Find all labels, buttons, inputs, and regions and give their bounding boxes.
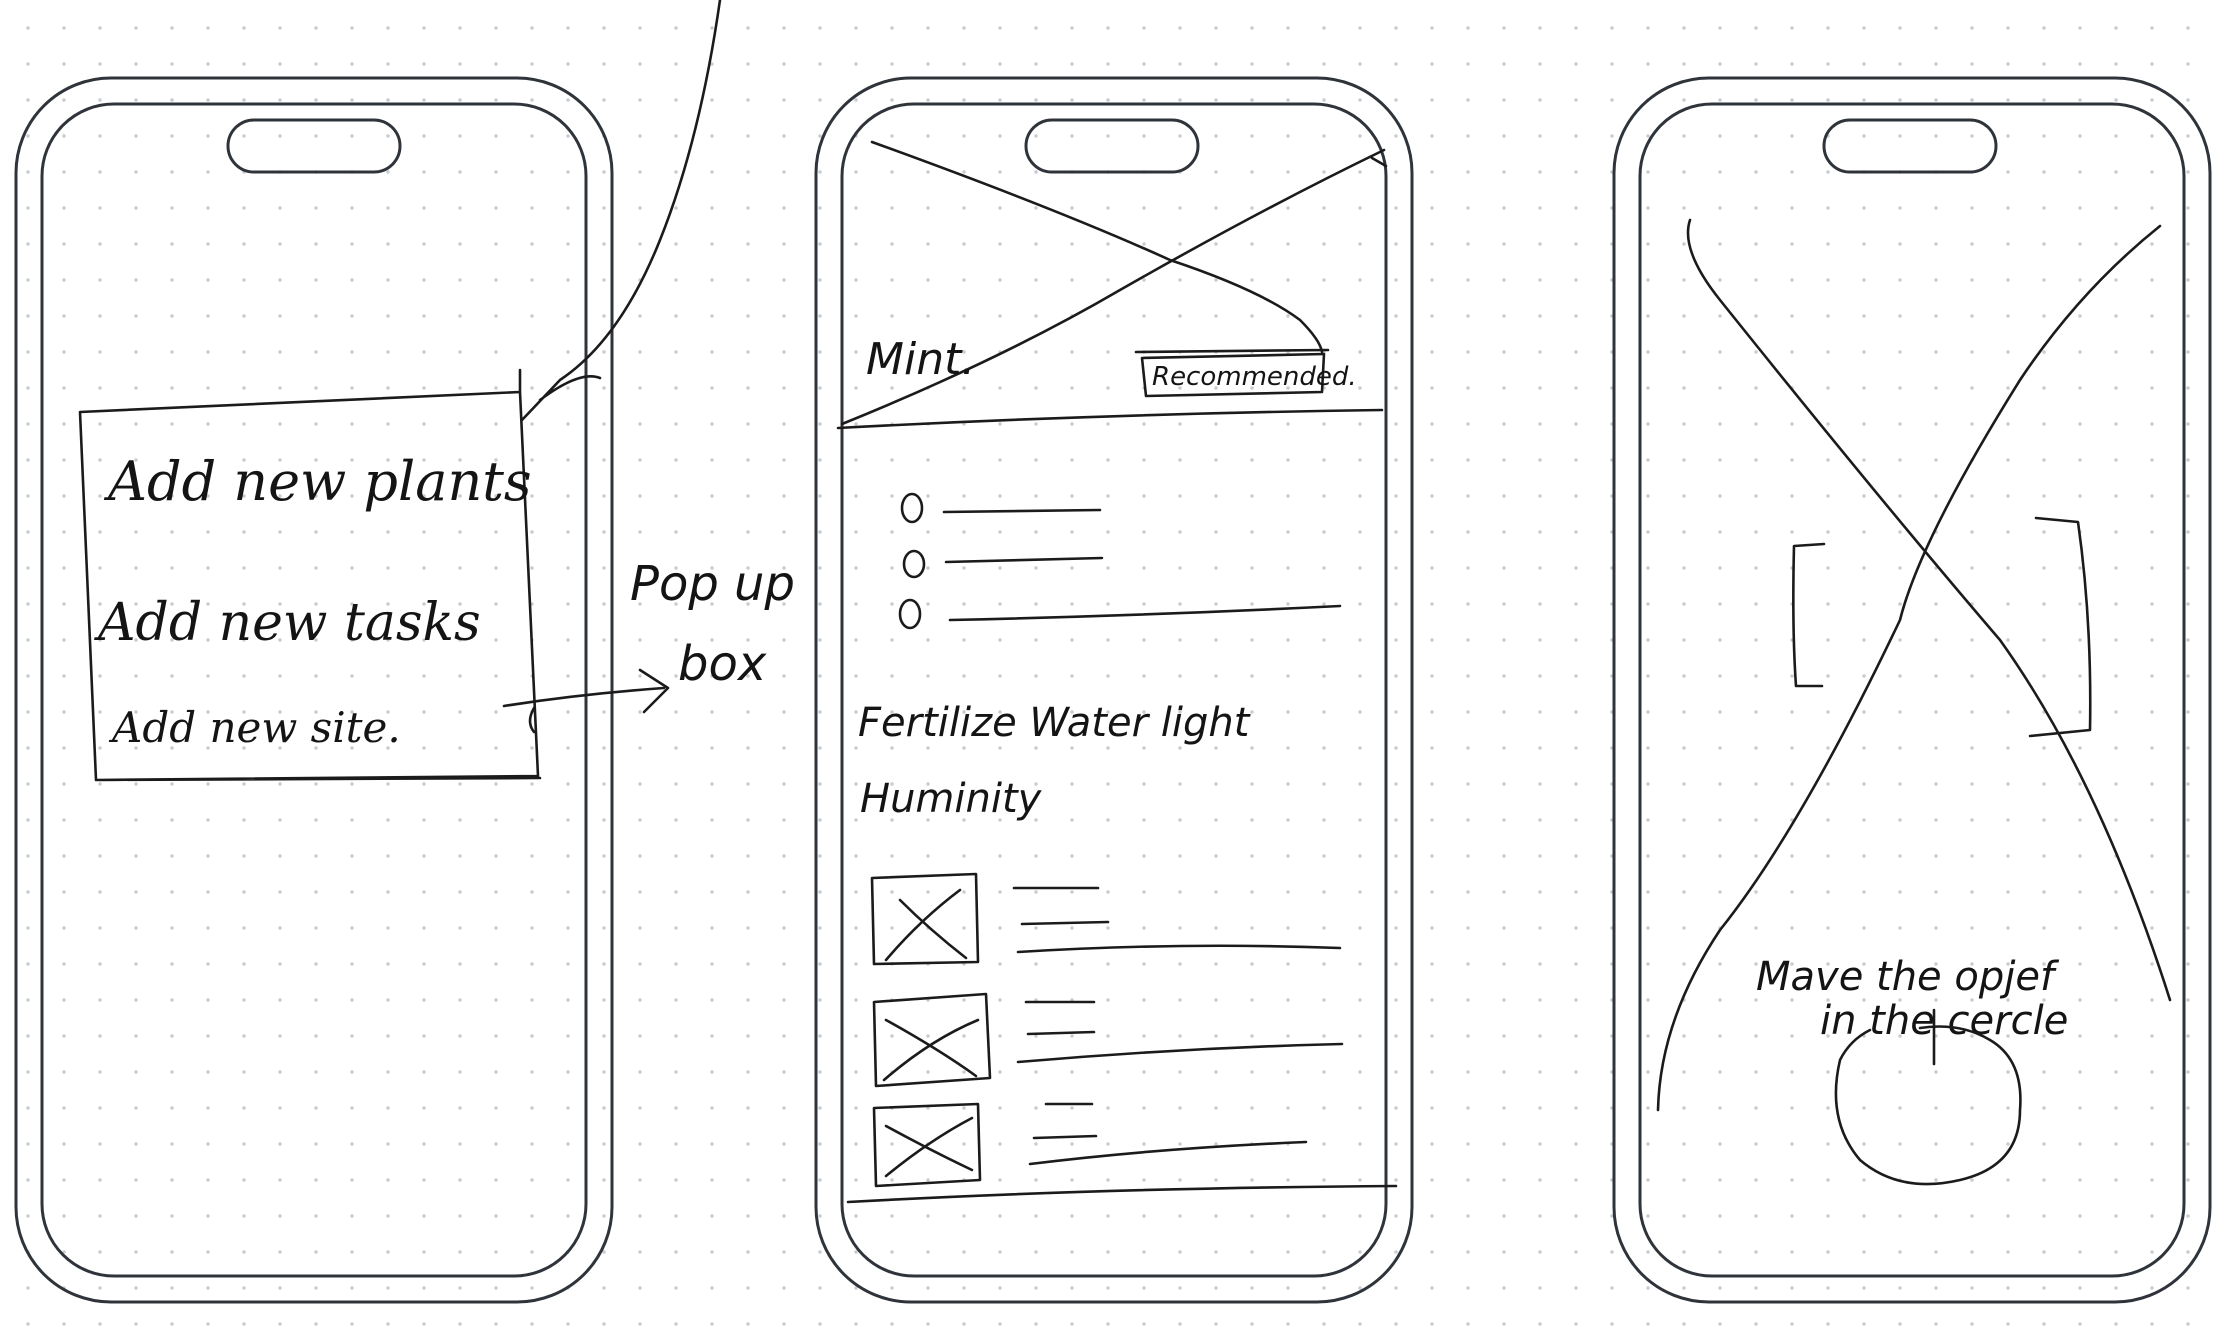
popup-site-mark bbox=[528, 706, 536, 734]
connector-line bbox=[520, 0, 722, 422]
recommended-badge-outline bbox=[1134, 348, 1330, 398]
list-item-1-line-b bbox=[1020, 920, 1110, 926]
annotation-arrow bbox=[502, 668, 670, 714]
target-circle[interactable] bbox=[1834, 1025, 2022, 1186]
popup-item-add-new-site[interactable]: Add new site. bbox=[108, 703, 401, 752]
target-bracket-right bbox=[2028, 516, 2092, 738]
checklist-radio-3[interactable] bbox=[898, 598, 922, 630]
phone-1-inner-frame bbox=[40, 102, 588, 1278]
phone-1-notch bbox=[226, 118, 402, 174]
checklist-line-2 bbox=[944, 556, 1104, 564]
bottom-divider bbox=[846, 1184, 1398, 1204]
list-item-3-thumbnail bbox=[872, 1102, 982, 1188]
target-bracket-left bbox=[1792, 542, 1826, 688]
care-tags-row: Fertilize Water light bbox=[858, 700, 1251, 746]
phone-1 bbox=[14, 76, 614, 1304]
phone-3-inner-frame bbox=[1638, 102, 2186, 1278]
phone-2-inner-frame bbox=[840, 102, 1388, 1278]
phone-3-notch bbox=[1822, 118, 1998, 174]
care-tag-humidity: Huminity bbox=[860, 776, 1043, 822]
list-item-3[interactable] bbox=[872, 1102, 1308, 1188]
recommended-badge-label: Recommended. bbox=[1152, 362, 1357, 392]
list-item-1[interactable] bbox=[870, 872, 1342, 966]
phone-1-outer-frame bbox=[14, 76, 614, 1304]
phone-2-outer-frame bbox=[814, 76, 1414, 1304]
phone-2 bbox=[814, 76, 1414, 1304]
popup-box-outline bbox=[78, 368, 542, 782]
plant-title: Mint. bbox=[866, 334, 975, 385]
list-item-3-line-b bbox=[1032, 1134, 1098, 1140]
list-item-3-line-c bbox=[1028, 1140, 1308, 1166]
header-image-placeholder bbox=[836, 140, 1388, 430]
header-image-cross bbox=[840, 140, 1388, 426]
annotation-box: box bbox=[678, 636, 767, 692]
recommended-badge[interactable]: Recommended. bbox=[1134, 348, 1357, 398]
list-item-2[interactable] bbox=[872, 992, 1344, 1088]
list-item-1-line-c bbox=[1016, 944, 1342, 954]
popup-item-add-new-plants[interactable]: Add new plants bbox=[103, 450, 532, 513]
checklist-line-3 bbox=[948, 604, 1342, 622]
checklist bbox=[898, 492, 1342, 630]
header-divider bbox=[836, 408, 1384, 430]
list-item-1-thumbnail bbox=[870, 872, 980, 966]
checklist-radio-2[interactable] bbox=[902, 549, 926, 579]
popup-item-add-new-tasks[interactable]: Add new tasks bbox=[94, 593, 481, 653]
popup-box[interactable]: Add new plants Add new tasks Add new sit… bbox=[78, 368, 542, 782]
instruction-line-1: Mave the opjef bbox=[1756, 954, 2060, 1000]
camera-view-cross bbox=[1656, 218, 2172, 1112]
annotation-pop-up: Pop up bbox=[630, 556, 795, 612]
list-item-2-thumbnail bbox=[872, 992, 992, 1088]
checklist-line-1 bbox=[942, 508, 1102, 514]
phone-3-outer-frame bbox=[1612, 76, 2212, 1304]
phone-2-notch bbox=[1024, 118, 1200, 174]
checklist-radio-1[interactable] bbox=[900, 492, 924, 524]
phone-3 bbox=[1612, 76, 2212, 1304]
list-item-2-line-c bbox=[1016, 1042, 1344, 1064]
list-item-2-line-b bbox=[1026, 1030, 1096, 1036]
